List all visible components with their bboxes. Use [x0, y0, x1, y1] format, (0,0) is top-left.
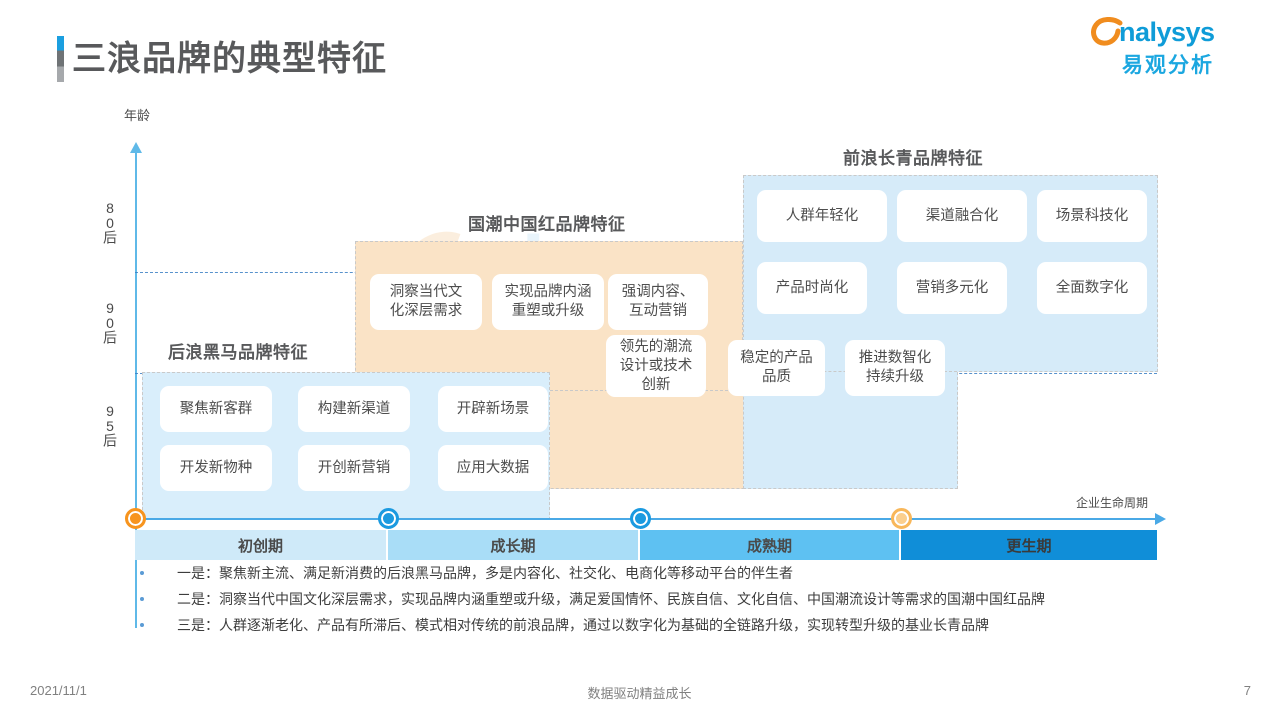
bullet-item: 一是：聚焦新主流、满足新消费的后浪黑马品牌，多是内容化、社交化、电商化等移动平台… — [132, 560, 1192, 586]
footer: 2021/11/1 数据驱动精益成长 7 — [0, 683, 1279, 707]
bullet-text: 三是：人群逐渐老化、产品有所滞后、模式相对传统的前浪品牌，通过以数字化为基础的全… — [177, 617, 989, 633]
timeline-stage-1[interactable]: 初创期 — [135, 530, 386, 560]
timeline-stage-3-label: 成熟期 — [746, 537, 792, 555]
chip-guochao-3[interactable]: 强调内容、 互动营销 — [608, 274, 708, 330]
chip-front-1[interactable]: 人群年轻化 — [757, 190, 887, 242]
bullet-item: 三是：人群逐渐老化、产品有所滞后、模式相对传统的前浪品牌，通过以数字化为基础的全… — [132, 612, 1192, 638]
bullet-list: 一是：聚焦新主流、满足新消费的后浪黑马品牌，多是内容化、社交化、电商化等移动平台… — [132, 560, 1192, 638]
analysys-logo: nalysys 易观分析 — [1083, 16, 1253, 78]
bullet-dot-icon — [140, 597, 144, 601]
y-axis-arrow-icon — [130, 142, 142, 153]
chip-front-6[interactable]: 全面数字化 — [1037, 262, 1147, 314]
y-tick-90hou: 90后 — [102, 300, 118, 343]
timeline-marker-3[interactable] — [630, 508, 651, 529]
chip-back-1[interactable]: 聚焦新客群 — [160, 386, 272, 432]
panel-title-back-wave: 后浪黑马品牌特征 — [168, 343, 308, 362]
chip-front-7[interactable]: 稳定的产品 品质 — [728, 340, 825, 396]
y-axis-line — [135, 150, 137, 628]
y-tick-95hou: 95后 — [102, 403, 118, 446]
chip-guochao-2[interactable]: 实现品牌内涵 重塑或升级 — [492, 274, 604, 330]
chip-front-2[interactable]: 渠道融合化 — [897, 190, 1027, 242]
x-axis-title: 企业生命周期 — [1076, 496, 1149, 510]
timeline-marker-1[interactable] — [125, 508, 146, 529]
chart-area: nalysys 易观分析 年龄 80后 90后 95后 前浪长青品牌特征 人群年… — [0, 108, 1279, 628]
timeline-stage-4[interactable]: 更生期 — [901, 530, 1157, 560]
bullet-text: 二是：洞察当代中国文化深层需求，实现品牌内涵重塑或升级，满足爱国情怀、民族自信、… — [177, 591, 1045, 607]
timeline-stage-3[interactable]: 成熟期 — [640, 530, 899, 560]
y-tick-80hou: 80后 — [102, 200, 118, 243]
bullet-item: 二是：洞察当代中国文化深层需求，实现品牌内涵重塑或升级，满足爱国情怀、民族自信、… — [132, 586, 1192, 612]
x-axis-arrow-icon — [1155, 513, 1166, 525]
timeline-marker-4[interactable] — [891, 508, 912, 529]
timeline-stage-2-label: 成长期 — [490, 537, 536, 555]
page-title: 三浪品牌的典型特征 — [72, 40, 387, 78]
chip-back-6[interactable]: 应用大数据 — [438, 445, 548, 491]
chip-front-5[interactable]: 营销多元化 — [897, 262, 1007, 314]
timeline-marker-2[interactable] — [378, 508, 399, 529]
title-accent-bar — [57, 36, 64, 82]
timeline-stage-4-label: 更生期 — [1006, 537, 1052, 555]
logo-swoosh-icon — [1091, 17, 1123, 46]
bullet-dot-icon — [140, 623, 144, 627]
chip-front-4[interactable]: 产品时尚化 — [757, 262, 867, 314]
footer-date: 2021/11/1 — [30, 683, 87, 698]
logo-latin-row: nalysys — [1083, 16, 1253, 50]
chip-front-3[interactable]: 场景科技化 — [1037, 190, 1147, 242]
bullet-dot-icon — [140, 571, 144, 575]
timeline-stage-2[interactable]: 成长期 — [388, 530, 638, 560]
y-axis-title: 年龄 — [123, 108, 150, 123]
panel-title-guochao: 国潮中国红品牌特征 — [468, 215, 626, 234]
bullet-text: 一是：聚焦新主流、满足新消费的后浪黑马品牌，多是内容化、社交化、电商化等移动平台… — [177, 565, 793, 581]
timeline-stage-1-label: 初创期 — [237, 537, 283, 555]
chip-front-8[interactable]: 推进数智化 持续升级 — [845, 340, 945, 396]
panel-title-front-wave: 前浪长青品牌特征 — [843, 149, 983, 168]
chip-back-3[interactable]: 开辟新场景 — [438, 386, 548, 432]
chip-guochao-1[interactable]: 洞察当代文 化深层需求 — [370, 274, 482, 330]
footer-page-number: 7 — [1243, 683, 1251, 698]
chip-back-4[interactable]: 开发新物种 — [160, 445, 272, 491]
chip-back-2[interactable]: 构建新渠道 — [298, 386, 410, 432]
footer-tagline: 数据驱动精益成长 — [587, 686, 692, 701]
chip-back-5[interactable]: 开创新营销 — [298, 445, 410, 491]
chip-guochao-4[interactable]: 领先的潮流 设计或技术 创新 — [606, 335, 706, 397]
logo-chinese-name: 易观分析 — [1122, 54, 1214, 77]
logo-wordmark: nalysys — [1119, 17, 1215, 47]
